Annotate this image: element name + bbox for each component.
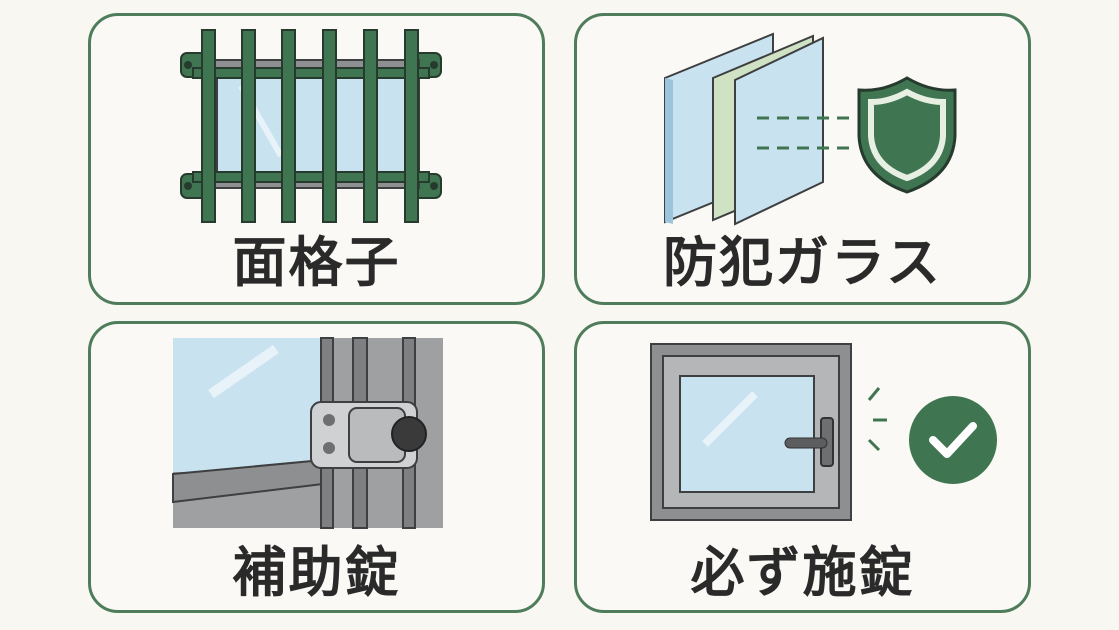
- security-glass-card: 防犯ガラス: [574, 13, 1031, 305]
- card-label-auxiliary-lock: 補助錠: [232, 541, 401, 604]
- always-lock-card: 必ず施錠: [574, 321, 1031, 613]
- window-grille-card: 面格子: [88, 13, 545, 305]
- card-label-always-lock: 必ず施錠: [690, 541, 915, 604]
- window-grille-icon: [180, 29, 442, 223]
- laminated-glass-shield-icon: [664, 32, 957, 226]
- card-label-window-grille: 面格子: [232, 231, 401, 294]
- locked-window-check-icon: [650, 343, 997, 521]
- card-label-security-glass: 防犯ガラス: [663, 231, 942, 294]
- auxiliary-lock-icon: [172, 337, 443, 529]
- auxiliary-lock-card: 補助錠: [88, 321, 545, 613]
